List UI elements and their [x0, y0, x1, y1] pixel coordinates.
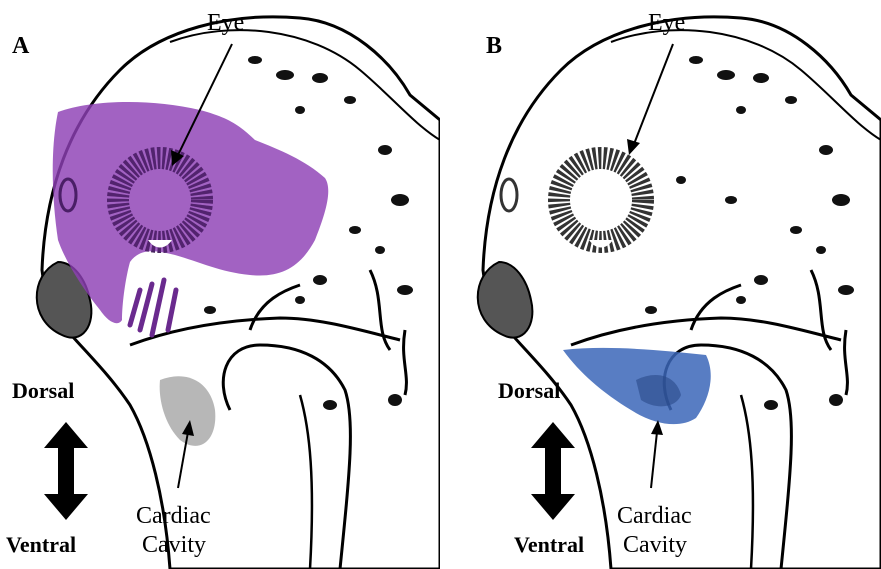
dorsal-ventral-arrow	[44, 422, 88, 520]
cavity-label-line1: Cardiac	[617, 502, 692, 531]
eye-label: Eye	[648, 10, 685, 37]
panel-a: A Eye Dorsal Ventral Cardiac Cavity	[0, 0, 440, 569]
cavity-label-line1: Cardiac	[136, 502, 211, 531]
cardiac-cavity-label: Cardiac Cavity	[617, 502, 692, 560]
ventral-label: Ventral	[6, 532, 76, 558]
embryo-head-illustration	[441, 0, 881, 569]
eye-label: Eye	[207, 10, 244, 37]
head-outline	[483, 17, 881, 569]
cavity-label-line2: Cavity	[617, 531, 692, 560]
dorsal-ventral-arrow	[531, 422, 575, 520]
ventral-label: Ventral	[514, 532, 584, 558]
panel-letter: B	[486, 33, 502, 60]
cavity-label-line2: Cavity	[136, 531, 211, 560]
panel-b: B Eye Dorsal Ventral Cardiac Cavity	[441, 0, 881, 569]
cardiac-cavity-label: Cardiac Cavity	[136, 502, 211, 560]
dorsal-label: Dorsal	[498, 378, 560, 404]
dorsal-label: Dorsal	[12, 378, 74, 404]
embryo-head-illustration	[0, 0, 440, 569]
panel-letter: A	[12, 33, 29, 60]
